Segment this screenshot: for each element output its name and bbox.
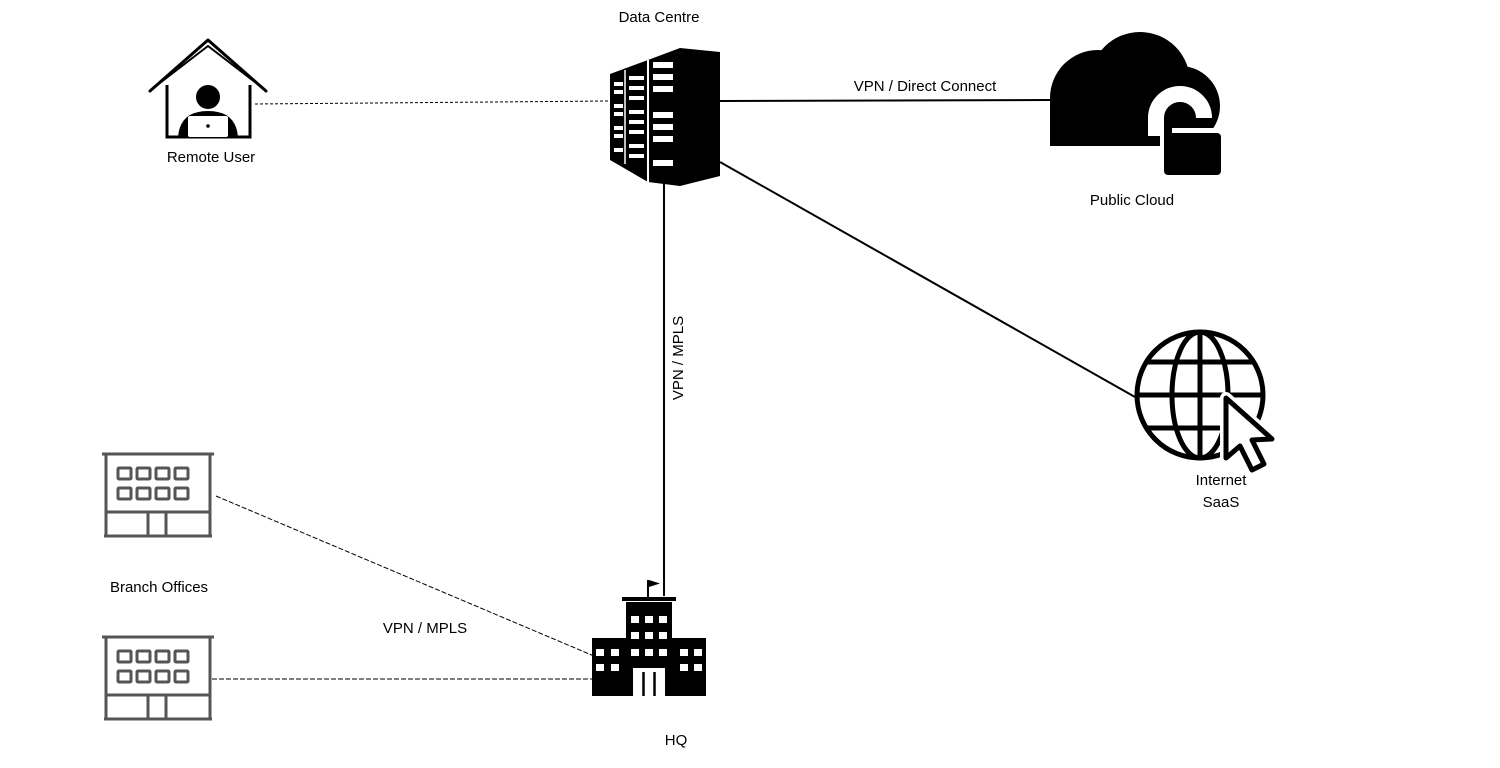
line-data-centre-to-public-cloud [719,99,1051,102]
line-data-centre-to-internet [719,161,1136,398]
cloud-lock-icon [1050,32,1226,180]
branch-office-building-icon [102,452,214,538]
internet-label: Internet [1196,472,1248,489]
dc-hq-connection-label: VPN / MPLS [670,316,687,400]
globe-cursor-icon [1134,329,1278,476]
hq-label: HQ [665,732,688,749]
saas-label: SaaS [1203,494,1240,511]
dc-cloud-connection-label: VPN / Direct Connect [854,78,997,95]
line-remote-user-to-data-centre [254,100,611,105]
connections [212,99,1136,680]
branch-offices-label: Branch Offices [110,579,208,596]
remote-user-label: Remote User [167,149,255,166]
server-rack-icon [610,48,720,186]
branch-office-building-icon [102,635,214,721]
public-cloud-label: Public Cloud [1090,192,1174,209]
house-user-icon [148,38,268,139]
branch-hq-connection-label: VPN / MPLS [383,620,467,637]
data-centre-label: Data Centre [619,9,700,26]
hq-building-icon [592,580,706,696]
line-branch-office-1-to-hq [215,495,595,657]
